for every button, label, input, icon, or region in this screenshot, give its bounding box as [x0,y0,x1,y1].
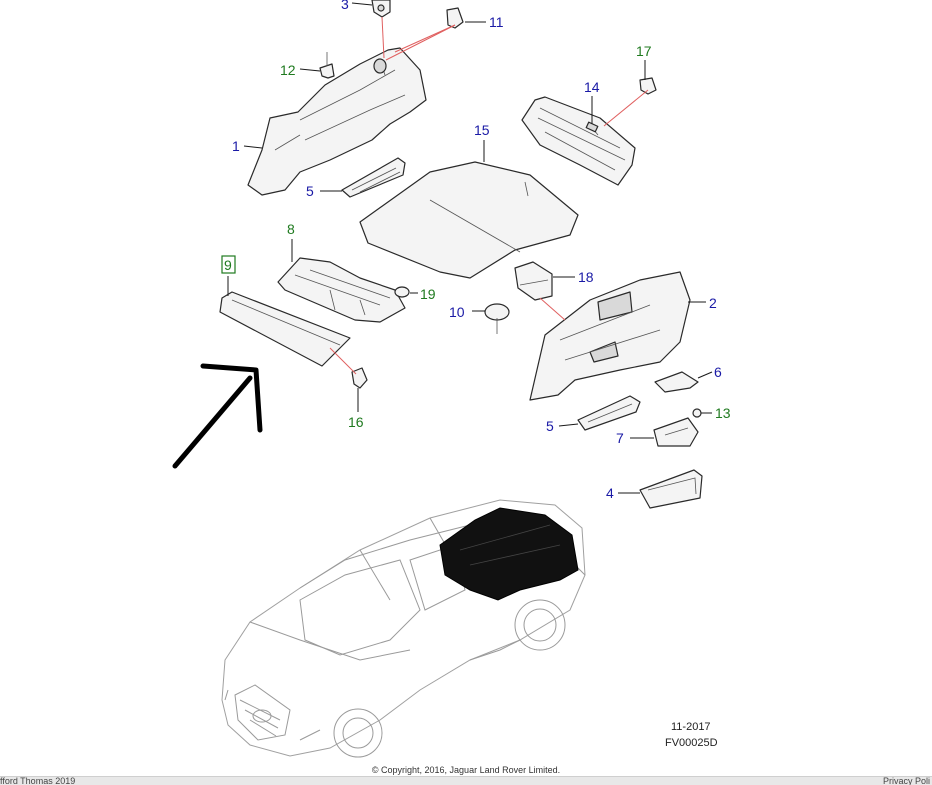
callout-14: 14 [584,79,600,95]
part-14-rear-scuff-plate [521,96,636,186]
vehicle-illustration [221,499,586,758]
part-4-storage-tray [639,469,703,509]
callout-9: 9 [224,257,232,273]
leader-lines [227,2,713,494]
part-1-left-quarter-trim [247,47,427,196]
part-17-clip [639,77,657,95]
callout-18: 18 [578,269,594,285]
footer-left-text: fford Thomas 2019 [0,776,76,785]
callout-9-box [221,255,236,274]
callout-15: 15 [474,122,490,138]
callout-5-upper: 5 [306,183,314,199]
part-18-bracket [514,261,553,301]
part-16-clip [351,367,368,389]
callout-7: 7 [616,430,624,446]
part-8-floor-bracket [277,257,406,323]
callout-17: 17 [636,43,652,59]
part-5-lower-clip-strip [577,395,641,431]
callout-11: 11 [489,14,504,30]
callout-6: 6 [714,364,722,380]
callout-19: 19 [420,286,436,302]
callout-10: 10 [449,304,465,320]
callout-1: 1 [232,138,240,154]
callout-4: 4 [606,485,614,501]
part-12-push-clip [319,52,335,79]
page-footer-bar: fford Thomas 2019 Privacy Poli [0,776,932,785]
part-11-fastener [446,7,464,29]
part-9-trim-strip [219,291,351,367]
part-5-upper-clip-strip [341,157,406,198]
figure-code: FV00025D [665,737,718,749]
part-19-nut [394,286,410,298]
part-3-clip [371,0,391,18]
callout-16: 16 [348,414,364,430]
part-13-screw [692,408,702,418]
part-10-plug [484,303,510,334]
callout-labels: 3 11 12 1 5 17 14 15 8 9 19 10 18 2 6 16… [221,0,731,501]
callout-2: 2 [709,295,717,311]
callout-3: 3 [341,0,349,12]
callout-5-lower: 5 [546,418,554,434]
copyright-notice: © Copyright, 2016, Jaguar Land Rover Lim… [371,765,561,775]
part-2-right-quarter-trim [529,271,691,401]
part-15-load-floor [359,161,579,279]
part-6-bracket [654,371,699,393]
callout-12: 12 [280,62,296,78]
hand-drawn-arrow [172,363,263,469]
privacy-policy-link[interactable]: Privacy Poli [882,776,930,785]
callout-13: 13 [715,405,731,421]
date-code: 11-2017 [671,721,711,733]
part-7-bracket [653,417,699,447]
callout-8: 8 [287,221,295,237]
